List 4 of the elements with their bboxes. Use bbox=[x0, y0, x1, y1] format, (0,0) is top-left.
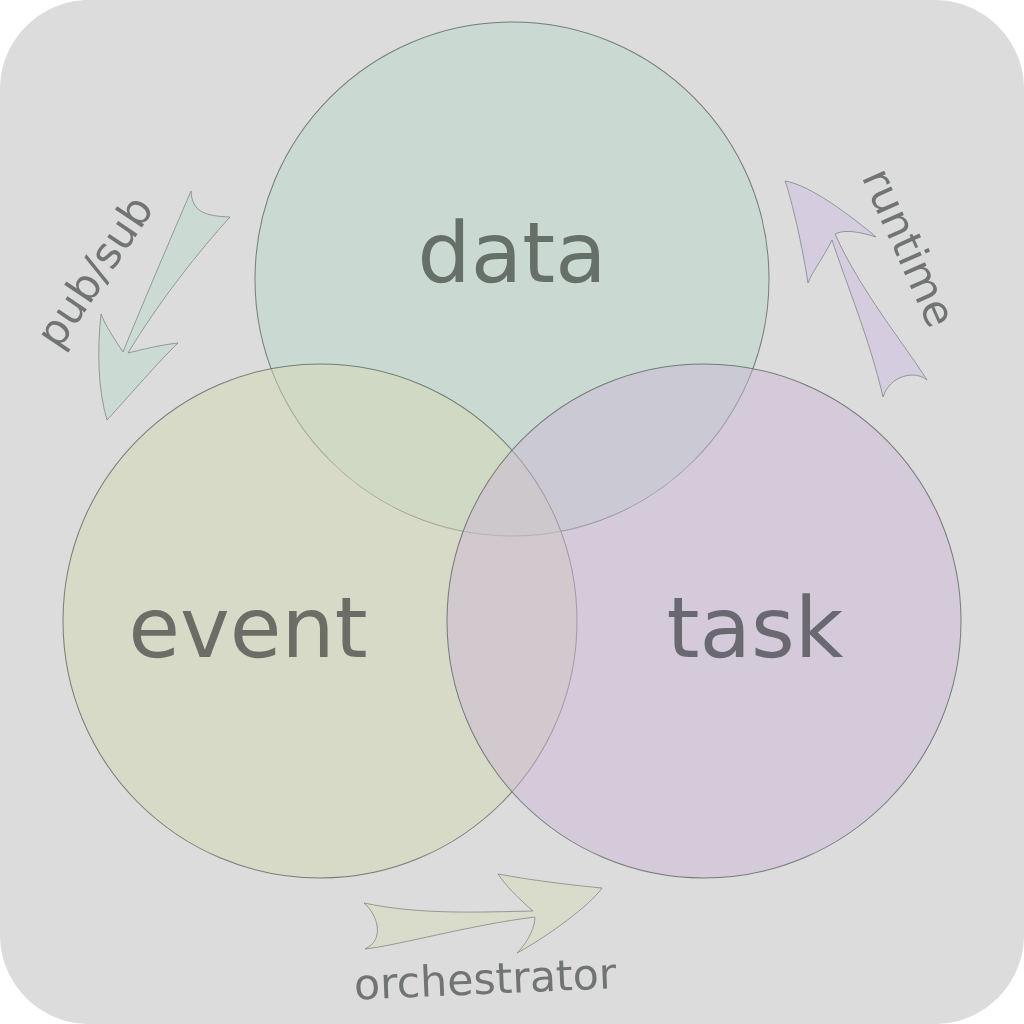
edge-label: orchestrator bbox=[356, 960, 616, 1000]
arrow bbox=[363, 873, 603, 954]
arrow bbox=[98, 190, 231, 421]
arrow bbox=[784, 180, 928, 398]
